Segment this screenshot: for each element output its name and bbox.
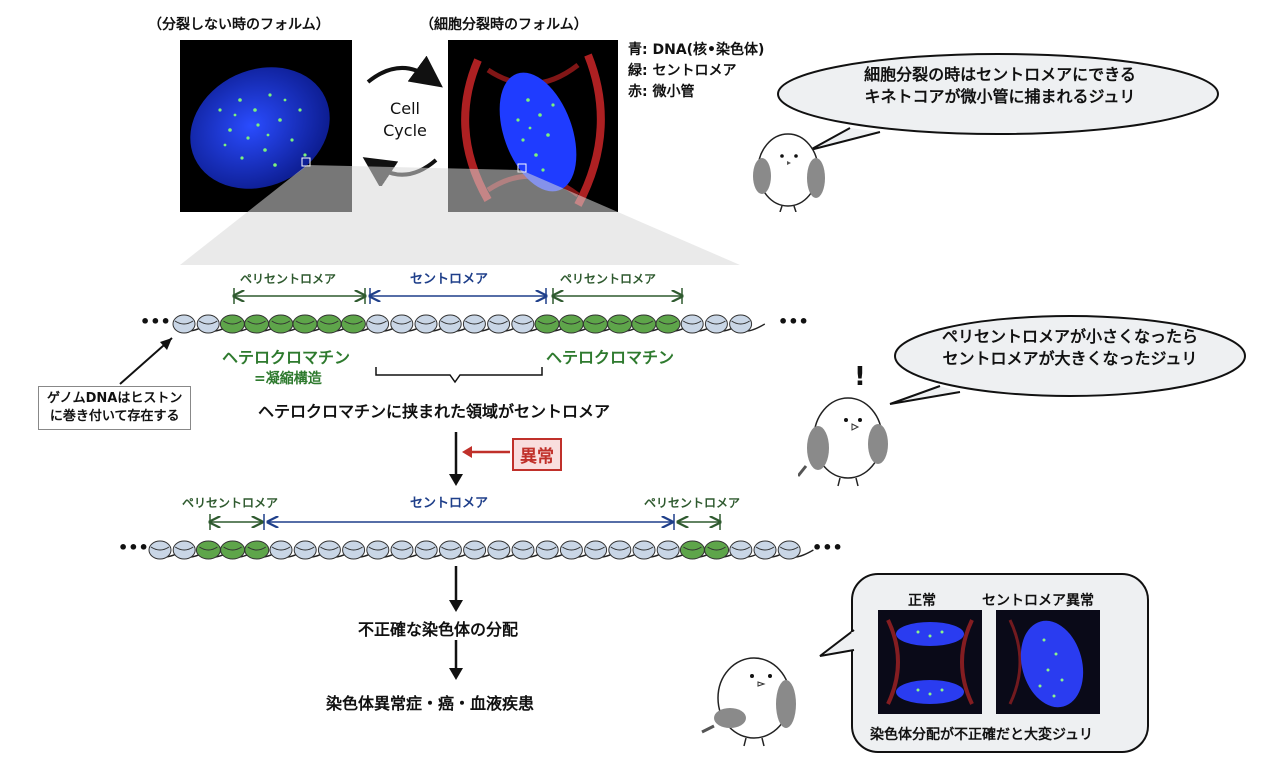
dna-wrap	[368, 320, 387, 325]
dna-wrap	[223, 320, 242, 325]
dna-wrap	[465, 320, 484, 325]
dna-wrap	[368, 546, 388, 551]
flow-step-1: 不正確な染色体の分配	[358, 620, 519, 639]
bird-3-icon	[701, 657, 796, 747]
normal-micrograph	[878, 610, 982, 714]
dna-wrap	[513, 320, 533, 325]
dna-wrap	[441, 546, 460, 551]
normal-label: 正常	[908, 593, 936, 609]
dna-wrap	[295, 320, 315, 325]
dna-wrap	[610, 320, 629, 325]
bird-1-icon	[753, 133, 825, 212]
condensed-structure-label: =凝縮構造	[254, 371, 322, 387]
bubble-2-text: ペリセントロメアが小さくなったらセントロメアが大きくなったジュリ	[941, 327, 1198, 368]
bubble-3-caption: 染色体分配が不正確だと大変ジュリ	[870, 727, 1094, 743]
dna-wrap	[223, 546, 242, 551]
flow-step-2: 染色体異常症・癌・血液疾患	[326, 694, 535, 713]
centromere-definition: ヘテロクロマチンに挟まれた領域がセントロメア	[258, 402, 611, 421]
dna-wrap	[658, 546, 678, 551]
centromere-label-bottom: セントロメア	[410, 496, 489, 511]
centromere-label-top: セントロメア	[410, 272, 489, 287]
dna-wrap	[731, 546, 751, 551]
dna-wrap	[755, 546, 775, 551]
dna-wrap	[319, 320, 339, 325]
caption-interphase: （分裂しない時のフォルム）	[148, 17, 330, 33]
bird-2-icon	[798, 397, 888, 487]
dna-wrap	[174, 546, 194, 551]
dna-wrap	[707, 320, 726, 325]
dna-wrap	[562, 546, 581, 551]
abnormal-centromere-label: セントロメア異常	[982, 593, 1094, 609]
peri-label-bottom-right: ペリセントロメア	[644, 496, 741, 510]
dna-wrap	[199, 546, 218, 551]
dots-right-1: •••	[778, 312, 809, 331]
dna-wrap	[489, 320, 508, 325]
dna-wrap	[658, 320, 678, 325]
dna-wrap	[392, 320, 412, 325]
dna-wrap	[440, 320, 460, 325]
dna-wrap	[634, 546, 654, 551]
dna-wrap	[682, 320, 702, 325]
dna-wrap	[295, 546, 315, 551]
caption-mitosis: （細胞分裂時のフォルム）	[420, 17, 588, 33]
dna-wrap	[586, 546, 605, 551]
dna-wrap	[513, 546, 533, 551]
dna-wrap	[416, 546, 436, 551]
speech-bubble-1	[777, 53, 1219, 151]
dna-wrap	[489, 546, 509, 551]
dna-wrap	[150, 546, 170, 551]
dna-wrap	[247, 546, 267, 551]
dna-wrap	[344, 546, 363, 551]
dna-wrap	[198, 320, 218, 325]
dots-left-1: •••	[140, 312, 171, 331]
dna-wrap	[731, 320, 750, 325]
dna-wrap	[537, 320, 557, 325]
dna-wrap	[537, 546, 557, 551]
dna-wrap	[392, 546, 412, 551]
dna-wrap	[465, 546, 484, 551]
dna-wrap	[561, 320, 581, 325]
dna-wrap	[634, 320, 654, 325]
peri-label-bottom-left: ペリセントロメア	[182, 496, 279, 510]
dna-wrap	[344, 320, 363, 325]
color-legend: 青: DNA(核•染色体) 緑: セントロメア 赤: 微小管	[628, 42, 765, 100]
dna-wrap	[271, 546, 291, 551]
heterochromatin-left: ヘテロクロマチン	[222, 348, 351, 367]
abnormal-micrograph	[996, 610, 1100, 714]
dna-wrap	[610, 546, 630, 551]
speech-bubble-2	[889, 315, 1246, 405]
peri-label-top-left: ペリセントロメア	[240, 272, 337, 286]
dna-wrap	[320, 546, 339, 551]
dna-wrap	[683, 546, 702, 551]
dna-wrap	[707, 546, 726, 551]
heterochromatin-right: ヘテロクロマチン	[546, 348, 675, 367]
dna-wrap	[586, 320, 605, 325]
dots-right-2: •••	[812, 538, 843, 557]
genome-note-box: ゲノムDNAはヒストンに巻き付いて存在する	[38, 386, 192, 430]
dna-wrap	[247, 320, 266, 325]
chromatin-row-abnormal	[148, 540, 814, 560]
peri-label-top-right: ペリセントロメア	[560, 272, 657, 286]
dna-wrap	[174, 320, 194, 325]
exclamation-mark: !	[854, 362, 866, 392]
abnormal-badge: 異常	[512, 438, 562, 471]
chromatin-row-normal	[172, 314, 766, 334]
bubble-1-text: 細胞分裂の時はセントロメアにできるキネトコアが微小管に捕まれるジュリ	[864, 65, 1136, 106]
dna-wrap	[271, 320, 291, 325]
dna-wrap	[416, 320, 436, 325]
dots-left-2: •••	[118, 538, 149, 557]
dna-wrap	[779, 546, 799, 551]
